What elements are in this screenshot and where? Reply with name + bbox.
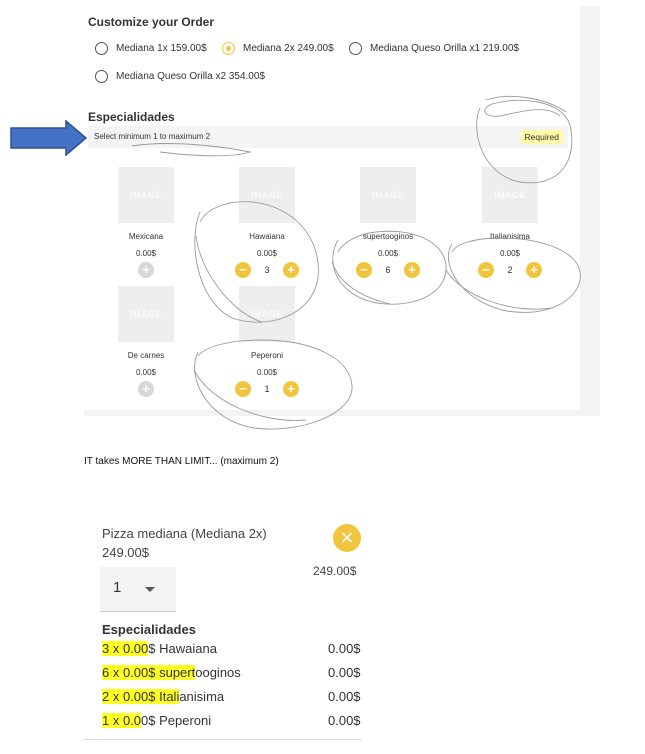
selection-rule-text: Select minimum 1 to maximum 2 bbox=[94, 132, 211, 141]
minus-icon[interactable]: − bbox=[235, 262, 251, 278]
item-price: 0.00$ bbox=[135, 249, 157, 258]
cart-line-item: 2 x 0.00$ Italianisima 0.00$ bbox=[102, 689, 362, 709]
quantity-stepper: − 2 + bbox=[470, 262, 550, 278]
option-label: Mediana Queso Orilla x1 219.00$ bbox=[370, 43, 519, 54]
especialidades-title: Especialidades bbox=[88, 110, 175, 124]
line-qty-highlight: 2 x 0.00$ Itali bbox=[102, 689, 180, 704]
quantity-stepper: − 1 + bbox=[227, 381, 307, 397]
especialidad-mexicana: IMAGE Mexicana 0.00$ + bbox=[106, 167, 186, 278]
line-description: 2 x 0.00$ Italianisima bbox=[102, 689, 224, 704]
plus-icon[interactable]: + bbox=[404, 262, 420, 278]
item-price: 0.00$ bbox=[256, 368, 278, 377]
cart-item-price: 249.00$ bbox=[102, 545, 149, 560]
required-badge: Required bbox=[520, 130, 563, 144]
line-rest: $ Hawaiana bbox=[148, 641, 217, 656]
selection-rule-bar: Select minimum 1 to maximum 2 Required bbox=[88, 126, 568, 148]
line-description: 3 x 0.00$ Hawaiana bbox=[102, 641, 217, 656]
item-quantity: 6 bbox=[385, 265, 391, 275]
quantity-value: 1 bbox=[113, 579, 122, 596]
especialidad-de-carnes: IMAGE De carnes 0.00$ + bbox=[106, 286, 186, 397]
option-queso-orilla-x2[interactable]: Mediana Queso Orilla x2 354.00$ bbox=[95, 70, 265, 83]
option-label: Mediana Queso Orilla x2 354.00$ bbox=[116, 71, 265, 82]
line-amount: 0.00$ bbox=[328, 665, 361, 680]
divider bbox=[84, 739, 362, 740]
line-qty-highlight: 6 x 0.00$ supert bbox=[102, 665, 196, 680]
quantity-stepper: + bbox=[106, 262, 186, 278]
cart-item-total: 249.00$ bbox=[313, 564, 357, 578]
cart-line-item: 6 x 0.00$ supertooginos 0.00$ bbox=[102, 665, 362, 685]
item-price: 0.00$ bbox=[377, 249, 399, 258]
product-image: IMAGE bbox=[482, 167, 538, 223]
especialidad-peperoni: IMAGE Peperoni 0.00$ − 1 + bbox=[227, 286, 307, 397]
line-rest: 0$ Peperoni bbox=[141, 713, 212, 728]
product-image: IMAGE bbox=[239, 167, 295, 223]
product-image: IMAGE bbox=[118, 167, 174, 223]
remove-item-close-icon[interactable]: × bbox=[333, 524, 361, 552]
line-amount: 0.00$ bbox=[328, 713, 361, 728]
chevron-down-icon[interactable] bbox=[145, 587, 155, 592]
customize-title: Customize your Order bbox=[88, 15, 215, 29]
plus-icon[interactable]: + bbox=[526, 262, 542, 278]
plus-icon[interactable]: + bbox=[138, 262, 154, 278]
item-name: supertooginos bbox=[362, 232, 414, 241]
item-name: De carnes bbox=[127, 351, 165, 360]
line-amount: 0.00$ bbox=[328, 641, 361, 656]
radio-icon[interactable] bbox=[349, 42, 362, 55]
especialidad-hawaiana: IMAGE Hawaiana 0.00$ − 3 + bbox=[227, 167, 307, 278]
minus-icon[interactable]: − bbox=[356, 262, 372, 278]
line-qty-highlight: 1 x 0.0 bbox=[102, 713, 142, 728]
plus-icon[interactable]: + bbox=[283, 381, 299, 397]
item-quantity: 3 bbox=[264, 265, 270, 275]
plus-icon[interactable]: + bbox=[283, 262, 299, 278]
product-image: IMAGE bbox=[360, 167, 416, 223]
quantity-stepper: + bbox=[106, 381, 186, 397]
item-name: Peperoni bbox=[250, 351, 284, 360]
item-name: Hawaiana bbox=[249, 232, 285, 241]
especialidad-italianisima: IMAGE Italianisima 0.00$ − 2 + bbox=[470, 167, 550, 278]
item-quantity: 2 bbox=[507, 265, 513, 275]
product-image: IMAGE bbox=[118, 286, 174, 342]
option-mediana-2x[interactable]: Mediana 2x 249.00$ bbox=[222, 42, 334, 55]
item-name: Mexicana bbox=[128, 232, 164, 241]
line-description: 1 x 0.00$ Peperoni bbox=[102, 713, 211, 728]
item-quantity: 1 bbox=[264, 384, 270, 394]
minus-icon[interactable]: − bbox=[235, 381, 251, 397]
cart-especialidades-title: Especialidades bbox=[102, 622, 196, 637]
annotation-note: IT takes MORE THAN LIMIT... (maximum 2) bbox=[84, 456, 279, 467]
radio-icon[interactable] bbox=[95, 42, 108, 55]
cart-item-name: Pizza mediana (Mediana 2x) bbox=[102, 526, 267, 541]
radio-icon[interactable] bbox=[95, 70, 108, 83]
option-label: Mediana 1x 159.00$ bbox=[116, 43, 207, 54]
line-qty-highlight: 3 x 0.00 bbox=[102, 641, 149, 656]
line-amount: 0.00$ bbox=[328, 689, 361, 704]
item-price: 0.00$ bbox=[499, 249, 521, 258]
customize-panel: Customize your Order Mediana 1x 159.00$ … bbox=[84, 6, 600, 416]
option-label: Mediana 2x 249.00$ bbox=[243, 43, 334, 54]
especialidad-supertooginos: IMAGE supertooginos 0.00$ − 6 + bbox=[348, 167, 428, 278]
customize-card: Customize your Order Mediana 1x 159.00$ … bbox=[84, 6, 580, 410]
cart-line-item: 3 x 0.00$ Hawaiana 0.00$ bbox=[102, 641, 362, 661]
cart-item-card: Pizza mediana (Mediana 2x) 249.00$ × 249… bbox=[84, 512, 362, 742]
cart-line-item: 1 x 0.00$ Peperoni 0.00$ bbox=[102, 713, 362, 733]
radio-selected-icon[interactable] bbox=[222, 42, 235, 55]
line-description: 6 x 0.00$ supertooginos bbox=[102, 665, 241, 680]
item-price: 0.00$ bbox=[256, 249, 278, 258]
annotation-arrow-icon bbox=[10, 120, 88, 156]
plus-icon[interactable]: + bbox=[138, 381, 154, 397]
option-mediana-1x[interactable]: Mediana 1x 159.00$ bbox=[95, 42, 207, 55]
minus-icon[interactable]: − bbox=[478, 262, 494, 278]
quantity-select[interactable]: 1 bbox=[100, 567, 176, 612]
line-rest: anisima bbox=[179, 689, 225, 704]
item-name: Italianisima bbox=[489, 232, 530, 241]
option-queso-orilla-x1[interactable]: Mediana Queso Orilla x1 219.00$ bbox=[349, 42, 519, 55]
product-image: IMAGE bbox=[239, 286, 295, 342]
quantity-stepper: − 6 + bbox=[348, 262, 428, 278]
quantity-stepper: − 3 + bbox=[227, 262, 307, 278]
item-price: 0.00$ bbox=[135, 368, 157, 377]
line-rest: ooginos bbox=[195, 665, 241, 680]
